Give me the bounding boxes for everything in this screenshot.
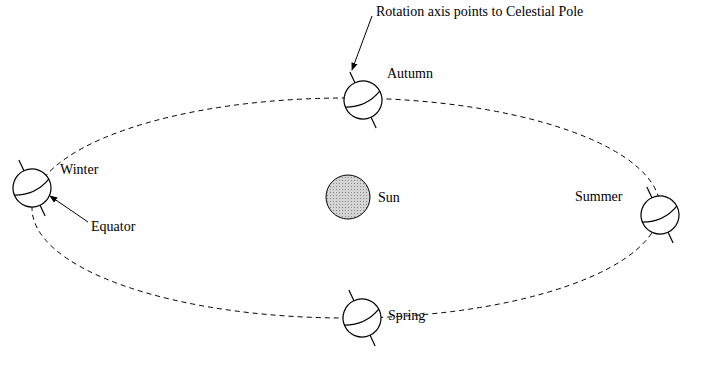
sun-label: Sun <box>378 190 400 205</box>
season-label: Spring <box>388 308 425 323</box>
season-label: Summer <box>575 189 622 204</box>
callout-text: Equator <box>91 219 135 234</box>
earth-autumn <box>333 64 394 136</box>
sun-circle <box>326 175 370 219</box>
earth-winter <box>2 152 63 224</box>
leader-arrow <box>352 16 372 70</box>
orbit-path <box>32 98 660 318</box>
season-label: Winter <box>60 162 98 177</box>
leader-arrow <box>50 196 88 222</box>
season-label: Autumn <box>387 66 433 81</box>
earth-summer <box>630 179 691 251</box>
callout-text: Rotation axis points to Celestial Pole <box>376 4 583 19</box>
earth-spring <box>332 282 393 354</box>
